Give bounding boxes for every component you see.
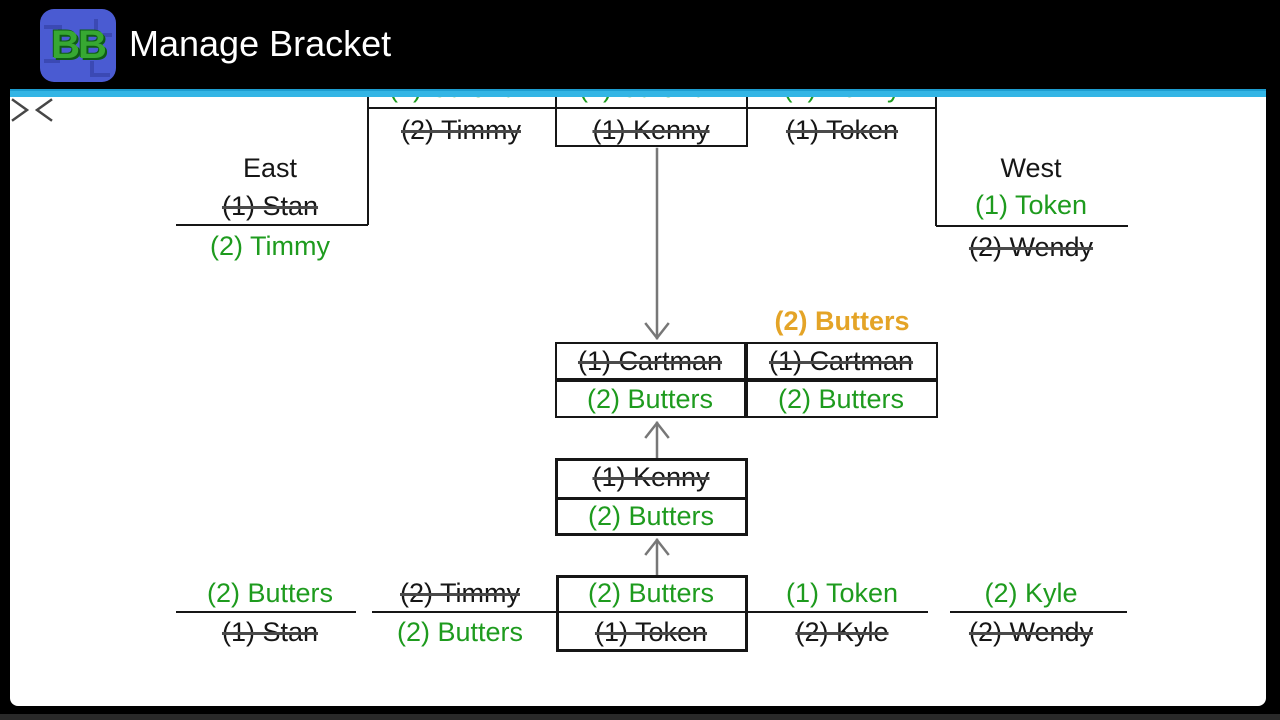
east-region-label: East bbox=[242, 153, 298, 183]
entrant-label[interactable]: (2) Butters bbox=[587, 501, 715, 531]
bracket-line bbox=[950, 611, 1127, 613]
bracket-line bbox=[367, 97, 369, 225]
entrant-label[interactable]: (1) Kenny bbox=[783, 97, 900, 103]
arrow-left-icon bbox=[35, 98, 54, 122]
icon-bracket-line bbox=[44, 59, 60, 63]
west-region-label: West bbox=[1000, 153, 1062, 183]
device-frame-edge bbox=[0, 714, 1280, 720]
arrow-down-icon bbox=[644, 147, 670, 341]
championship-match-box[interactable] bbox=[555, 97, 748, 147]
entrant-label[interactable]: (2) Butters bbox=[587, 578, 715, 608]
entrant-label[interactable]: (2) Kyle bbox=[795, 617, 889, 647]
bracket-line bbox=[176, 611, 356, 613]
entrant-label[interactable]: (2) Timmy bbox=[210, 231, 330, 261]
icon-bracket-line bbox=[94, 33, 112, 37]
bracket-line bbox=[936, 225, 1128, 227]
entrant-label[interactable]: (1) Cartman bbox=[577, 346, 723, 376]
icon-bracket-line bbox=[58, 25, 62, 45]
arrow-right-icon bbox=[11, 98, 30, 122]
lb-final-box[interactable] bbox=[555, 458, 748, 536]
entrant-label[interactable]: (2) Butters bbox=[777, 384, 905, 414]
entrant-label[interactable]: (1) Stan bbox=[221, 617, 319, 647]
entrant-label[interactable]: (2) Wendy bbox=[968, 232, 1094, 262]
action-bar: BB Manage Bracket bbox=[0, 0, 1280, 89]
page-title: Manage Bracket bbox=[129, 23, 392, 64]
bracket-line bbox=[367, 107, 937, 109]
entrant-label[interactable]: (1) Token bbox=[785, 115, 899, 145]
grand-final-box[interactable] bbox=[555, 342, 938, 418]
entrant-label[interactable]: (2) Wendy bbox=[968, 617, 1094, 647]
entrant-label[interactable]: (2) Butters bbox=[586, 384, 714, 414]
arrow-up-icon bbox=[644, 420, 670, 460]
entrant-label[interactable]: (1) Token bbox=[785, 578, 899, 608]
entrant-label[interactable]: (1) Kenny bbox=[592, 462, 710, 492]
box-divider bbox=[557, 378, 936, 382]
arrow-up-icon bbox=[644, 537, 670, 577]
entrant-label[interactable]: (1) Cartman bbox=[579, 97, 723, 103]
entrant-label[interactable]: (1) Cartman bbox=[768, 346, 914, 376]
entrant-label[interactable]: (2) Timmy bbox=[400, 578, 520, 608]
lb-semifinal-box[interactable] bbox=[556, 575, 748, 652]
entrant-label[interactable]: (2) Butters bbox=[206, 578, 334, 608]
champion-label: (2) Butters bbox=[774, 306, 910, 336]
entrant-label[interactable]: (2) Timmy bbox=[401, 115, 521, 145]
bracket-canvas[interactable]: (1) Cartman (1) Cartman (1) Kenny (2) Ti… bbox=[10, 97, 1266, 706]
icon-bracket-line bbox=[94, 19, 98, 37]
bracket-line bbox=[176, 224, 368, 226]
bracket-line bbox=[935, 97, 937, 226]
app-icon: BB bbox=[40, 9, 116, 82]
entrant-label[interactable]: (1) Stan bbox=[221, 191, 319, 221]
bracket-line bbox=[372, 611, 928, 613]
icon-bracket-line bbox=[44, 25, 62, 29]
entrant-label[interactable]: (1) Token bbox=[974, 190, 1088, 220]
entrant-label[interactable]: (2) Butters bbox=[396, 617, 524, 647]
app-icon-letters: BB bbox=[51, 23, 107, 67]
entrant-label[interactable]: (1) Token bbox=[594, 617, 708, 647]
entrant-label[interactable]: (1) Kenny bbox=[592, 115, 710, 145]
icon-bracket-line bbox=[90, 61, 94, 77]
accent-divider bbox=[10, 89, 1266, 97]
box-divider bbox=[558, 497, 745, 500]
entrant-label[interactable]: (2) Kyle bbox=[984, 578, 1078, 608]
entrant-label[interactable]: (1) Cartman bbox=[389, 97, 533, 103]
icon-bracket-line bbox=[90, 73, 110, 77]
